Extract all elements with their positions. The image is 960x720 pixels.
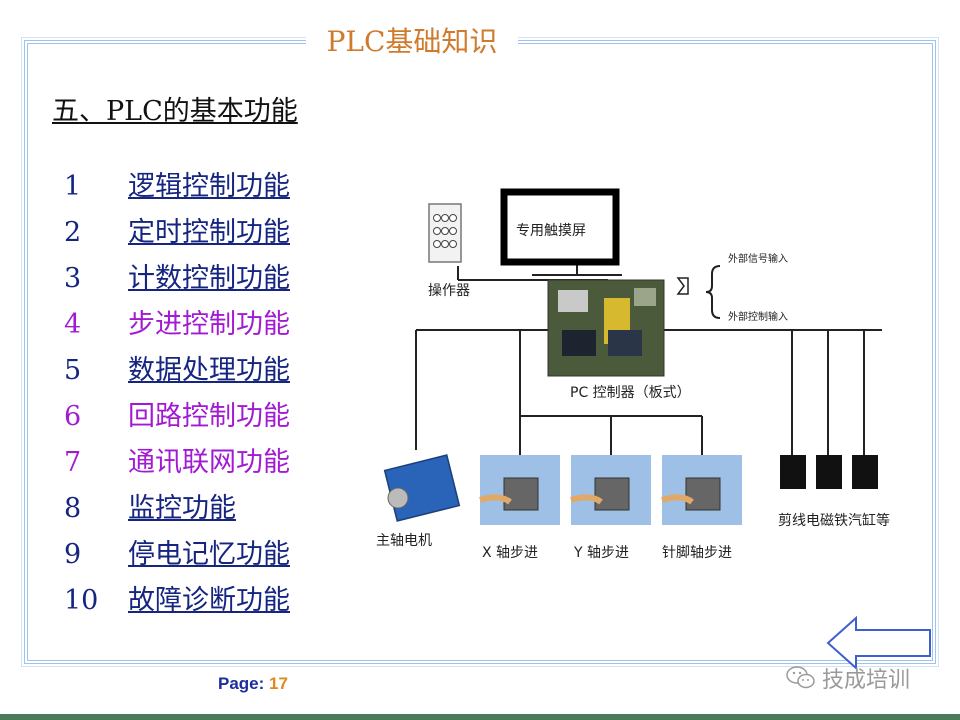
spindle-motor-label: 主轴电机 <box>376 533 432 549</box>
y-stepper-label: Y 轴步进 <box>574 545 630 561</box>
external-signal-label: 外部信号输入 <box>728 254 788 265</box>
function-item-data[interactable]: 5 数据处理功能 <box>64 352 290 398</box>
function-number: 4 <box>64 309 82 340</box>
page-number: Page: 17 <box>218 674 288 694</box>
plc-system-diagram: 专用触摸屏 操作器 PC 控制器（板式） 外部信号输入 外部控制输入 主轴电机 … <box>372 180 932 570</box>
left-arrow-icon <box>826 615 931 671</box>
function-number: 5 <box>64 355 82 386</box>
function-label: 步进控制功能 <box>128 309 290 340</box>
function-number: 6 <box>64 401 82 432</box>
page-value: 17 <box>269 674 288 693</box>
touchscreen-label: 专用触摸屏 <box>516 223 586 239</box>
function-item-step[interactable]: 4 步进控制功能 <box>64 306 290 352</box>
function-label: 监控功能 <box>128 493 236 524</box>
function-item-memory[interactable]: 9 停电记忆功能 <box>64 536 290 582</box>
function-label: 故障诊断功能 <box>128 585 290 616</box>
function-number: 9 <box>64 539 82 570</box>
function-item-loop[interactable]: 6 回路控制功能 <box>64 398 290 444</box>
function-label: 逻辑控制功能 <box>128 171 290 202</box>
wechat-icon <box>786 666 815 689</box>
slide-title: PLC基础知识 <box>306 24 518 60</box>
function-item-logic[interactable]: 1 逻辑控制功能 <box>64 168 290 214</box>
function-item-network[interactable]: 7 通讯联网功能 <box>64 444 290 490</box>
function-item-timer[interactable]: 2 定时控制功能 <box>64 214 290 260</box>
bottom-bar <box>0 714 960 720</box>
diagram-wiring <box>383 188 882 525</box>
pin-stepper-label: 针脚轴步进 <box>662 545 732 561</box>
back-arrow-button[interactable] <box>826 615 934 671</box>
function-number: 8 <box>64 493 82 524</box>
function-item-diagnosis[interactable]: 10 故障诊断功能 <box>64 582 290 628</box>
function-label: 停电记忆功能 <box>128 539 290 570</box>
function-number: 3 <box>64 263 82 294</box>
section-heading[interactable]: 五、PLC的基本功能 <box>52 96 298 127</box>
function-label: 定时控制功能 <box>128 217 290 248</box>
function-number: 2 <box>64 217 82 248</box>
function-number: 7 <box>64 447 82 478</box>
watermark-text: 技成培训 <box>822 668 911 693</box>
watermark: 技成培训 <box>786 660 910 696</box>
function-number: 10 <box>64 585 99 616</box>
function-item-counter[interactable]: 3 计数控制功能 <box>64 260 290 306</box>
external-control-label: 外部控制输入 <box>728 312 788 323</box>
function-label: 通讯联网功能 <box>128 447 290 478</box>
function-label: 计数控制功能 <box>128 263 290 294</box>
page-label: Page: <box>218 674 265 693</box>
x-stepper-label: X 轴步进 <box>482 545 539 561</box>
function-item-monitor[interactable]: 8 监控功能 <box>64 490 290 536</box>
function-label: 数据处理功能 <box>128 355 290 386</box>
function-number: 1 <box>64 171 82 202</box>
cylinders-label: 剪线电磁铁汽缸等 <box>778 513 890 529</box>
operator-label: 操作器 <box>428 283 470 299</box>
controller-label: PC 控制器（板式） <box>570 385 691 401</box>
function-label: 回路控制功能 <box>128 401 290 432</box>
